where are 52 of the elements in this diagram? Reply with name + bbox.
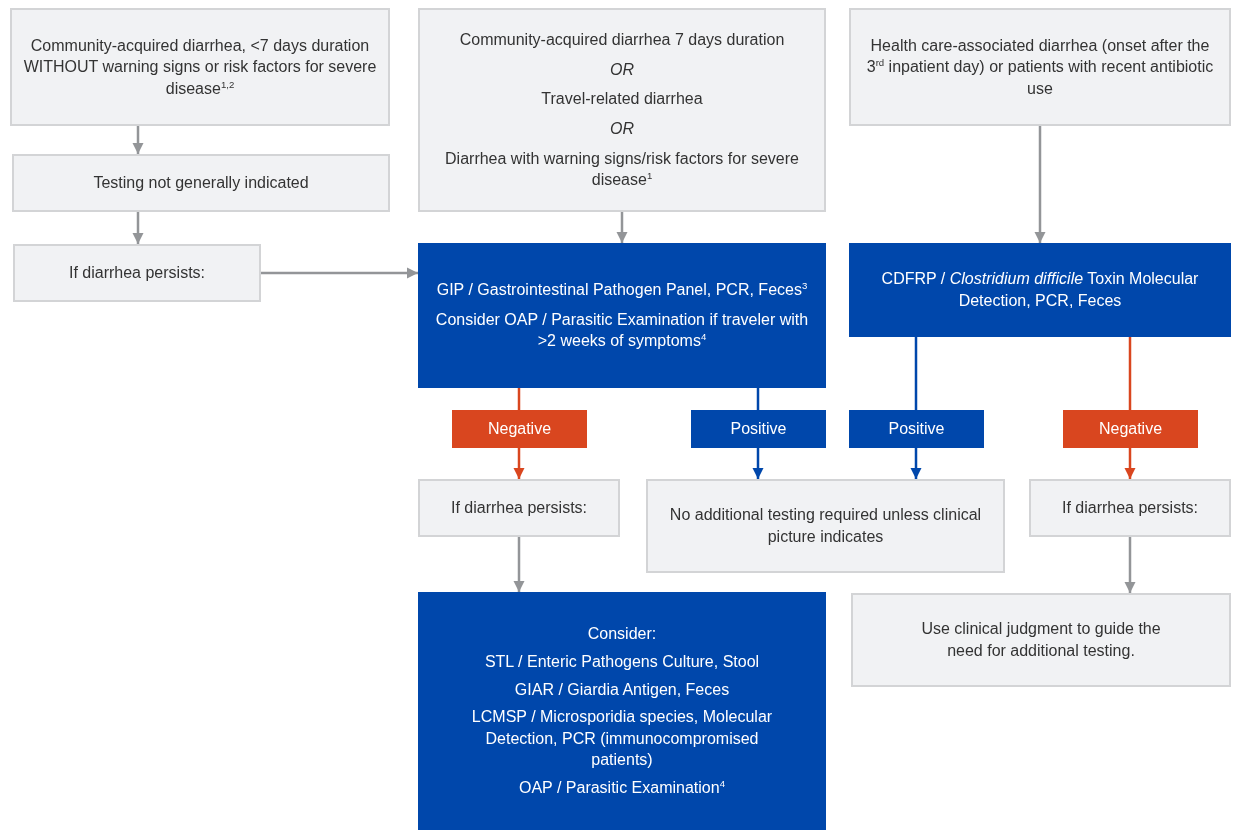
arrow [513,448,525,479]
box-text: Consider: [587,624,657,645]
process-box [10,8,390,126]
box-text: If diarrhea persists: [68,263,206,284]
box-text: Negative [487,419,552,440]
test-box [849,243,1231,337]
process-box [849,8,1231,126]
box-text: Testing not generally indicated [93,173,309,194]
test-box [418,243,826,388]
arrow [261,267,418,279]
result-box [452,410,587,448]
arrow [513,537,525,592]
box-text: GIAR / Giardia Antigen, Feces [514,679,730,700]
box-text: Health care-associated diarrhea (onset after the 3$^{rd}$ inpatient day) or patients with recent antibiotic use [865,35,1215,99]
process-box [13,244,261,302]
box-text: LCMSP / Microsporidia species, Molecular Detection, PCR (immunocompromised patients) [470,707,774,771]
box-text: If diarrhea persists: [1061,498,1199,519]
arrow [1124,537,1136,593]
box-text: OAP / Parasitic Examination$^{4}$ [519,777,725,798]
result-box [849,410,984,448]
arrow [132,212,144,244]
box-text: Community-acquired diarrhea, <7 days duration WITHOUT warning signs or risk factors for severe disease$^{1,2}$ [22,35,378,99]
result-box [691,410,826,448]
box-text: Community-acquired diarrhea 7 days duration [459,30,785,51]
arrow [1124,448,1136,479]
process-box [418,479,620,537]
arrow [910,448,922,479]
process-box [646,479,1005,573]
box-text: Consider OAP / Parasitic Examination if traveler with >2 weeks of symptoms$^{4}$ [434,309,810,352]
box-text: If diarrhea persists: [450,498,588,519]
box-text: Diarrhea with warning signs/risk factors for severe disease$^{1}$ [444,148,800,191]
box-text: GIP / Gastrointestinal Pathogen Panel, PCR, Feces$^{3}$ [436,279,808,301]
box-text: STL / Enteric Pathogens Culture, Stool [484,652,760,672]
arrow [616,212,628,243]
box-text: No additional testing required unless clinical picture indicates [668,505,983,547]
arrow [752,448,764,479]
box-text: Negative [1098,419,1163,440]
box-text: Positive [730,419,787,440]
process-box [1029,479,1231,537]
arrow [132,126,144,154]
arrow [1034,126,1046,243]
box-text: Travel-related diarrhea [541,89,703,110]
box-text: Use clinical judgment to guide the need for additional testing. [920,619,1162,661]
connector-word: OR [610,59,634,80]
test-box [418,592,826,830]
result-box [1063,410,1198,448]
process-box [851,593,1231,687]
box-text: Positive [888,419,945,440]
process-box [418,8,826,212]
box-text: CDFRP / Clostridium difficile Toxin Molecular Detection, PCR, Feces [880,269,1200,311]
connector-word: OR [610,119,634,139]
process-box [12,154,390,212]
